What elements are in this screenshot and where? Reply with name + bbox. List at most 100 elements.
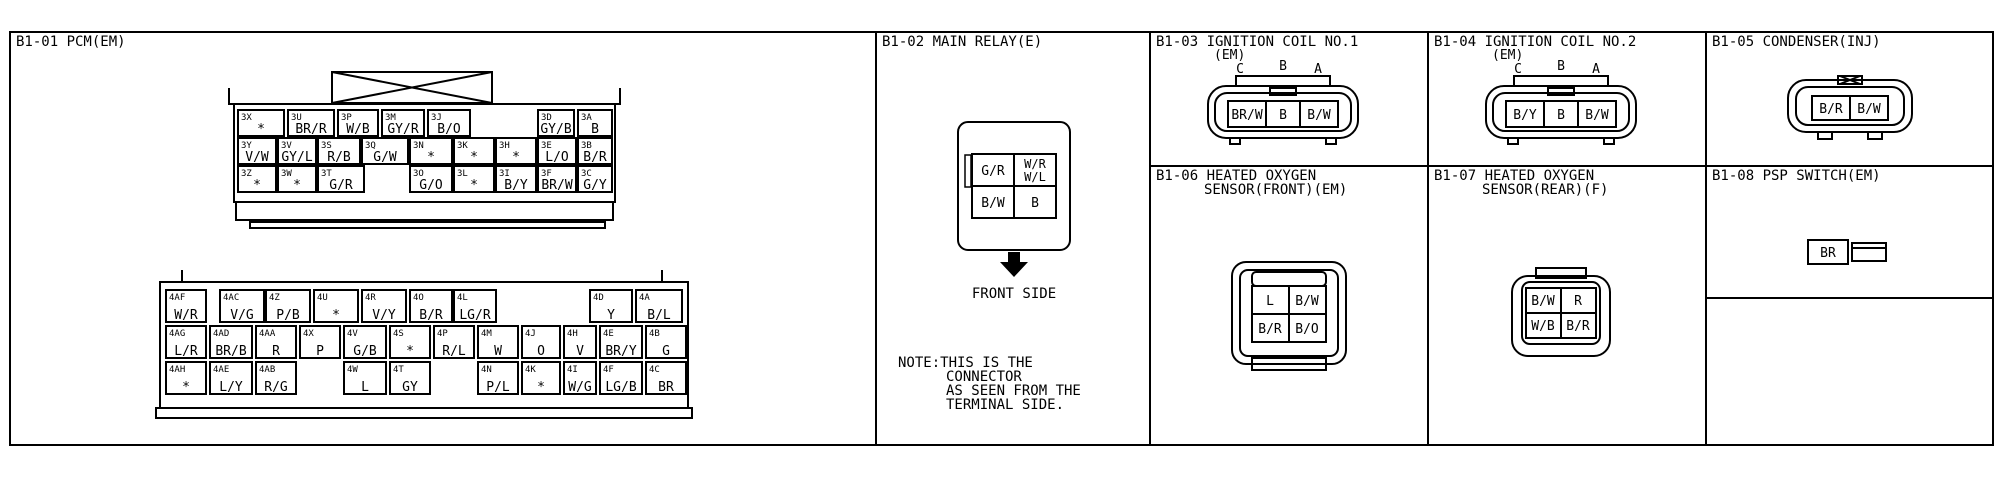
condenser-connector [1787,75,1913,140]
terminal-pin-label: 4I [567,365,578,375]
terminal-wire-color: * [182,380,190,395]
panel-title-b1-02: B1-02 MAIN RELAY(E) [882,34,1042,50]
terminal-pin-label: 4AH [169,365,185,375]
terminal-wire-color: * [470,178,478,193]
relay-terminal: B/W [981,196,1005,211]
terminal-wire-color: Y [607,308,615,323]
terminal-cell: 4JO [521,325,561,359]
terminal-pin-label: 4R [365,293,376,303]
terminal-pin-label: 3J [431,113,442,123]
terminal-cell: 3W* [277,165,317,193]
terminal-cell: 4NP/L [477,361,519,395]
terminal-wire-color: V/Y [372,308,396,323]
terminal-pin-label: 4Z [269,293,280,303]
panel-title-b1-07: B1-07 HEATED OXYGEN [1434,168,1594,184]
terminal-pin-label: 4W [347,365,358,375]
coil1-terminal: B [1279,108,1287,123]
terminal-wire-color: G/R [329,178,353,193]
terminal-cell: 4U* [313,289,359,323]
terminal-wire-color: W/G [568,380,592,395]
pcm-connector-4-body [155,270,693,419]
terminal-cell: 4R V/Y [361,289,407,323]
coil1-pin-label: B [1279,59,1287,74]
terminal-wire-color: B [591,122,599,137]
terminal-wire-color: L [361,380,369,395]
coil2-pin-label: C [1514,62,1522,77]
terminal-cell: 4K* [521,361,561,395]
terminal-pin-label: 4AF [169,293,185,303]
terminal-wire-color: B/R [583,150,607,165]
terminal-pin-label: 3F [541,169,552,179]
terminal-wire-color: P [316,344,324,359]
panel-subtitle-b1-04: (EM) [1492,48,1523,63]
terminal-cell: 3SR/B [317,137,361,165]
terminal-pin-label: 4S [393,329,404,339]
terminal-wire-color: L/O [545,150,569,165]
psp-terminal: BR [1820,246,1836,261]
note-line-1: NOTE:THIS IS THE [898,355,1033,371]
o2-rear-terminal: B/W [1531,294,1555,309]
terminal-cell: 4PR/L [433,325,475,359]
terminal-pin-label: 4AC [223,293,239,303]
panel-title-b1-05: B1-05 CONDENSER(INJ) [1712,34,1881,50]
terminal-wire-color: B/Y [504,178,528,193]
terminal-pin-label: 4K [525,365,536,375]
terminal-cell: 3N* [409,137,453,165]
terminal-wire-color: * [512,150,520,165]
terminal-pin-label: 4B [649,329,660,339]
terminal-pin-label: 4V [347,329,358,339]
terminal-cell: 4MW [477,325,519,359]
o2-front-terminal: B/O [1295,322,1319,337]
main-relay-connector: G/R W/R W/L B/W B [957,121,1071,251]
panel-title-b1-04: B1-04 IGNITION COIL NO.2 [1434,34,1636,50]
terminal-pin-label: 3C [581,169,592,179]
terminal-wire-color: BR/Y [605,344,636,359]
terminal-cell: 4XP [299,325,341,359]
o2-front-terminal: L [1266,294,1274,309]
terminal-cell: 4AB/L [635,289,683,323]
panel-subtitle-b1-07: SENSOR(REAR)(F) [1482,182,1608,198]
terminal-wire-color: L/R [174,344,198,359]
terminal-wire-color: R/G [264,380,288,395]
terminal-pin-label: 3E [541,141,552,151]
terminal-cell: 4ZP/B [265,289,311,323]
terminal-wire-color: GY/L [281,150,312,165]
terminal-pin-label: 3V [281,141,292,151]
terminal-cell: 3H* [495,137,537,165]
terminal-pin-label: 3L [457,169,468,179]
terminal-cell: 3JB/O [427,109,471,137]
note-line-3: AS SEEN FROM THE [946,383,1081,399]
coil1-terminal: B/W [1307,108,1331,123]
terminal-wire-color: * [537,380,545,395]
terminal-cell: 3PW/B [337,109,379,137]
terminal-cell: 3YV/W [237,137,277,165]
terminal-pin-label: 3K [457,141,468,151]
terminal-pin-label: 3B [581,141,592,151]
terminal-pin-label: 4N [481,365,492,375]
panel-title-b1-08: B1-08 PSP SWITCH(EM) [1712,168,1881,184]
terminal-wire-color: R/L [442,344,466,359]
terminal-wire-color: * [257,122,265,137]
ignition-coil-1-connector [1207,75,1359,145]
terminal-pin-label: 4L [457,293,468,303]
o2-rear-terminal: R [1574,294,1582,309]
coil1-terminal: BR/W [1231,108,1262,123]
terminal-wire-color: R/B [327,150,351,165]
terminal-pin-label: 3W [281,169,292,179]
terminal-cell: 3IB/Y [495,165,537,193]
pcm-connector-3-terminals: 3X*3UBR/R3PW/B3MGY/R3JB/O3DGY/B3AB3YV/W3… [237,109,613,193]
terminal-pin-label: 3Q [365,141,376,151]
terminal-pin-label: 4X [303,329,314,339]
terminal-wire-color: BR/R [295,122,326,137]
ignition-coil-2-connector [1485,75,1637,145]
terminal-wire-color: LG/B [605,380,636,395]
terminal-cell: 4HV [563,325,597,359]
psp-switch-connector [1807,239,1887,265]
